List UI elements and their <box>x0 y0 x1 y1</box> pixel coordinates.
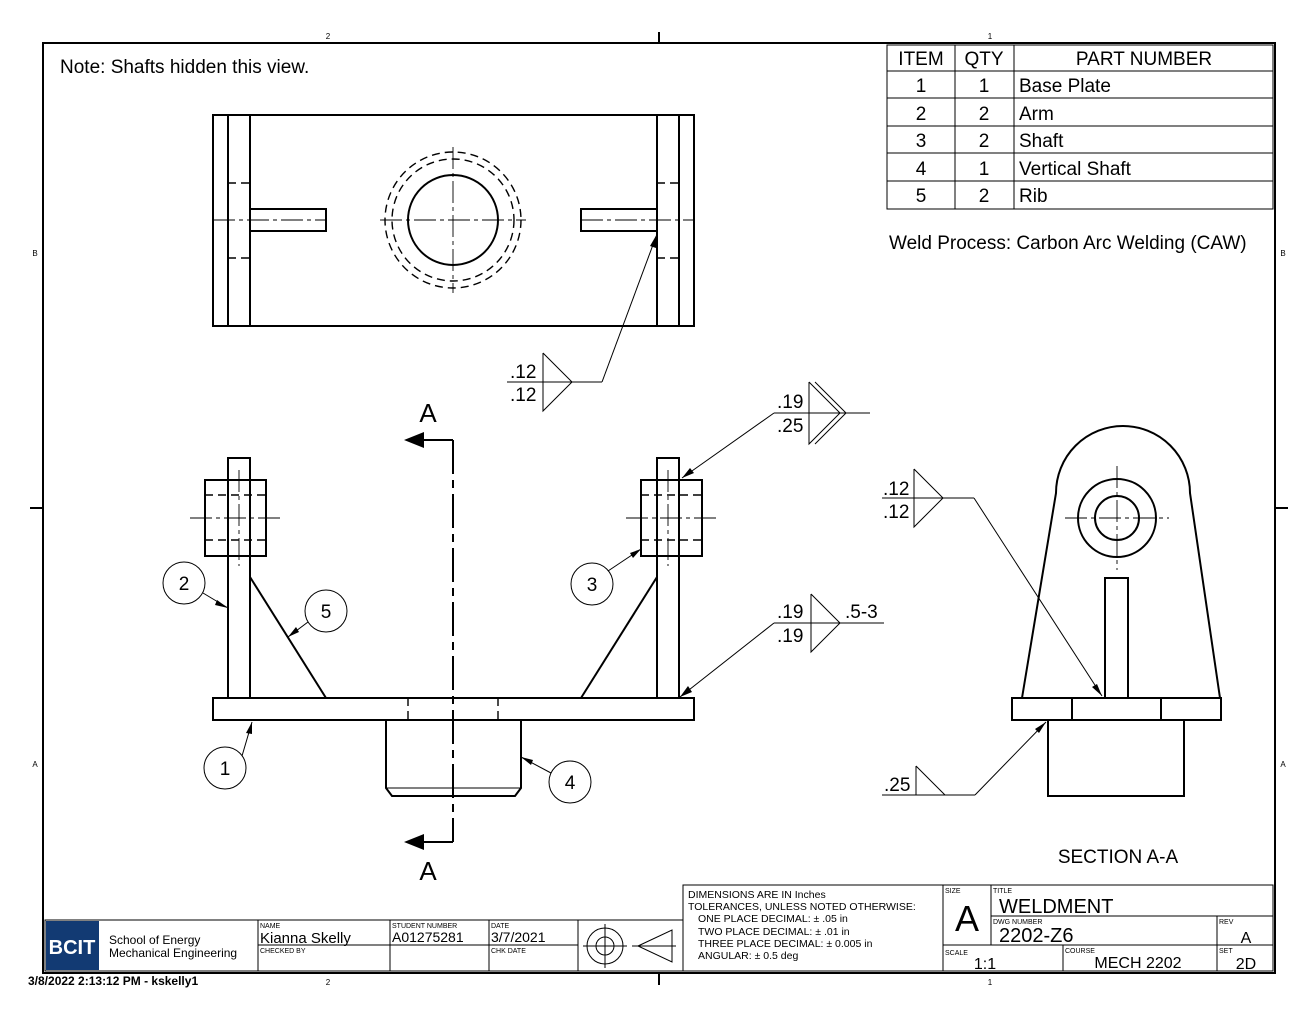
tolerance-line-2: TOLERANCES, UNLESS NOTED OTHERWISE: <box>688 901 916 913</box>
course-code: MECH 2202 <box>1094 955 1181 972</box>
weld-top-view-upper: .12 <box>510 362 536 383</box>
parts-header-part-number: PART NUMBER <box>1076 49 1212 70</box>
zone-label-right-a: A <box>1280 760 1286 769</box>
parts-row-4-item: 4 <box>916 159 927 180</box>
note-text: Note: Shafts hidden this view. <box>60 57 309 78</box>
weld-arm-plate-lower: .19 <box>777 626 803 647</box>
title-block: BCIT School of Energy Mechanical Enginee… <box>44 884 1274 973</box>
checked-by-label: CHECKED BY <box>260 948 306 955</box>
weld-symbol-arm-plate: .19 .19 .5-3 <box>679 593 884 698</box>
parts-row-2-item: 2 <box>916 104 927 125</box>
parts-list: ITEM QTY PART NUMBER 1 1 Base Plate 2 2 … <box>886 44 1274 210</box>
weld-symbol-arm-shaft: .19 .25 <box>681 381 870 479</box>
balloon-1-label: 1 <box>220 759 231 780</box>
zone-label-left-b: B <box>32 249 37 258</box>
parts-header-qty: QTY <box>964 49 1003 70</box>
drafter-name: Kianna Skelly <box>260 930 351 947</box>
course-label: COURSE <box>1065 948 1095 955</box>
chk-date-label: CHK DATE <box>491 948 526 955</box>
student-number: A01275281 <box>392 929 464 945</box>
zone-ticks <box>30 32 1288 985</box>
balloon-5: 5 <box>287 589 348 638</box>
parts-row-3-qty: 2 <box>979 131 990 152</box>
parts-row-1-part: Base Plate <box>1019 76 1111 97</box>
rev-label: REV <box>1219 919 1234 926</box>
parts-row-2-qty: 2 <box>979 104 990 125</box>
section-view-label: SECTION A-A <box>1058 847 1179 868</box>
weld-section-bottom-value: .25 <box>884 775 910 796</box>
tolerance-line-6: ANGULAR: ± 0.5 deg <box>698 950 798 962</box>
balloon-1: 1 <box>203 721 253 790</box>
section-letter-bottom: A <box>419 856 437 886</box>
weld-section-top-lower: .12 <box>883 502 909 523</box>
front-view <box>190 432 717 850</box>
scale-label: SCALE <box>945 950 968 957</box>
third-angle-projection-icon <box>583 924 676 968</box>
set-value: 2D <box>1236 956 1256 973</box>
sheet-size: A <box>955 898 979 939</box>
school-line-1: School of Energy <box>109 933 200 947</box>
drawing-date: 3/7/2021 <box>491 929 546 945</box>
zone-label-left-a: A <box>32 760 38 769</box>
tolerance-line-5: THREE PLACE DECIMAL: ± 0.005 in <box>698 938 873 950</box>
weld-symbol-section-top: .12 .12 <box>882 468 1103 697</box>
parts-row-5-item: 5 <box>916 186 927 207</box>
zone-label-right-b: B <box>1280 249 1285 258</box>
dwg-number-label: DWG NUMBER <box>993 919 1042 926</box>
school-line-2: Mechanical Engineering <box>109 946 237 960</box>
zone-label-top-1: 1 <box>988 32 993 41</box>
weld-symbol-top-view: .12 .12 <box>507 233 658 413</box>
zone-label-bottom-1: 1 <box>988 978 993 987</box>
weld-arm-shaft-upper: .19 <box>777 392 803 413</box>
parts-row-5-part: Rib <box>1019 186 1048 207</box>
drawing-title: WELDMENT <box>999 896 1113 918</box>
section-view <box>1011 425 1222 797</box>
parts-row-1-qty: 1 <box>979 76 990 97</box>
size-label: SIZE <box>945 888 961 895</box>
weld-arm-shaft-lower: .25 <box>777 416 803 437</box>
weld-top-view-lower: .12 <box>510 385 536 406</box>
weld-symbol-section-bottom: .25 <box>882 721 1047 796</box>
top-view <box>212 114 695 327</box>
revision: A <box>1241 930 1252 947</box>
weld-process-note: Weld Process: Carbon Arc Welding (CAW) <box>889 233 1247 254</box>
parts-header-item: ITEM <box>898 49 943 70</box>
balloon-2: 2 <box>162 561 229 609</box>
balloon-5-label: 5 <box>321 602 332 623</box>
plot-stamp: 3/8/2022 2:13:12 PM - kskelly1 <box>28 974 198 988</box>
parts-row-4-qty: 1 <box>979 159 990 180</box>
weld-arm-plate-upper: .19 <box>777 602 803 623</box>
parts-row-2-part: Arm <box>1019 104 1054 125</box>
bcit-logo: BCIT <box>49 937 96 959</box>
tolerance-line-4: TWO PLACE DECIMAL: ± .01 in <box>698 926 850 938</box>
set-label: SET <box>1219 948 1233 955</box>
zone-label-bottom-2: 2 <box>326 978 331 987</box>
parts-row-3-item: 3 <box>916 131 927 152</box>
student-number-label: STUDENT NUMBER <box>392 923 457 930</box>
balloon-3-label: 3 <box>587 575 598 596</box>
balloon-4: 4 <box>520 756 592 804</box>
parts-row-5-qty: 2 <box>979 186 990 207</box>
balloon-2-label: 2 <box>179 574 190 595</box>
parts-row-1-item: 1 <box>916 76 927 97</box>
weld-arm-plate-pitch: .5-3 <box>845 602 878 623</box>
balloon-3: 3 <box>570 548 642 606</box>
balloon-4-label: 4 <box>565 773 576 794</box>
date-label: DATE <box>491 923 509 930</box>
weld-section-top-upper: .12 <box>883 479 909 500</box>
tolerance-line-3: ONE PLACE DECIMAL: ± .05 in <box>698 913 848 925</box>
drawing-scale: 1:1 <box>974 956 996 973</box>
drawing-number: 2202-Z6 <box>999 925 1074 947</box>
name-label: NAME <box>260 923 281 930</box>
parts-row-4-part: Vertical Shaft <box>1019 159 1132 180</box>
parts-row-3-part: Shaft <box>1019 131 1064 152</box>
section-letter-top: A <box>419 398 437 428</box>
tolerance-line-1: DIMENSIONS ARE IN Inches <box>688 889 826 901</box>
title-label: TITLE <box>993 888 1012 895</box>
zone-label-top-2: 2 <box>326 32 331 41</box>
